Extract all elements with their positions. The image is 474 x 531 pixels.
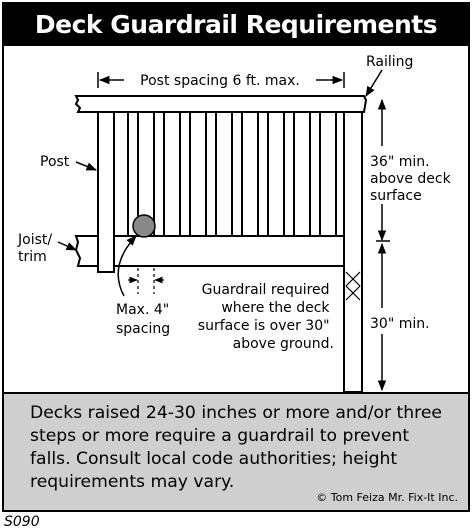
joist-leader: [57, 241, 77, 251]
railing-label: Railing: [366, 54, 413, 70]
guardrail-drawing: Post spacing 6 ft. max. Railing Post Joi…: [17, 54, 455, 393]
joist-label: Joist/ trim: [17, 232, 57, 265]
caption-text: Decks raised 24-30 inches or more and/or…: [30, 403, 442, 492]
height-dimension: [376, 98, 390, 392]
right-post: [343, 111, 363, 393]
joist-trim: [74, 235, 359, 267]
railing-leader: [365, 69, 383, 97]
caption-panel: Decks raised 24-30 inches or more and/or…: [4, 392, 468, 510]
figure-code: S090: [4, 514, 40, 530]
spacing-leader: [117, 235, 137, 297]
post-label: Post: [40, 154, 70, 170]
spacing-dimension: [128, 268, 164, 294]
diagram-frame: Deck Guardrail Requirements: [2, 2, 470, 512]
post-cross-bracing: [345, 271, 361, 301]
test-sphere: [132, 214, 156, 238]
lower-height-label: 30" min.: [370, 316, 430, 332]
post-spacing-dimension: [97, 72, 345, 88]
spacing-label: Max. 4" spacing: [116, 302, 174, 337]
credit: © Tom Feiza Mr. Fix-It Inc.: [316, 491, 458, 504]
diagram-title: Deck Guardrail Requirements: [4, 4, 468, 46]
post-leader: [75, 161, 97, 171]
guardrail-note: Guardrail required where the deck surfac…: [198, 282, 334, 352]
post-spacing-label: Post spacing 6 ft. max.: [140, 73, 300, 89]
left-post: [97, 111, 115, 273]
upper-height-label: 36" min. above deck surface: [370, 154, 455, 204]
railing-top: [74, 95, 368, 113]
